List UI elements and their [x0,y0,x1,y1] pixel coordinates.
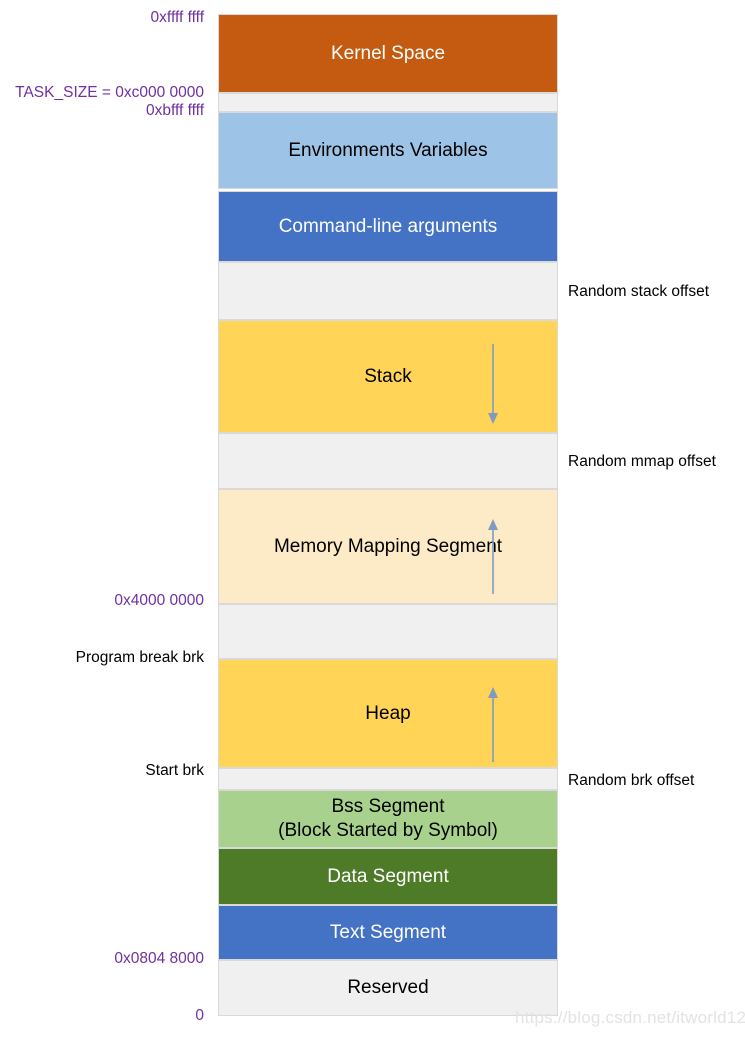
memory-block-label: Heap [365,702,411,724]
memory-block-random-stack-offset-gap [218,262,558,320]
memory-block-random-mmap-offset-gap [218,433,558,489]
memory-block-reserved: Reserved [218,960,558,1016]
memory-block-text-segment: Text Segment [218,905,558,960]
label-addr-4000-0000: 0x4000 0000 [114,592,204,609]
watermark-text: https://blog.csdn.net/itworld123 [515,1008,745,1027]
label-addr-0804-8000: 0x0804 8000 [114,950,204,967]
memory-block-label: Text Segment [329,921,447,943]
memory-block-random-brk-offset-gap [218,768,558,790]
memory-block-label: Bss Segment (Block Started by Symbol) [278,796,498,841]
memory-block-kernel-space: Kernel Space [218,14,558,93]
memory-block-memory-mapping-segment: Memory Mapping Segment [218,489,558,604]
memory-block-label: Memory Mapping Segment [273,535,503,557]
memory-block-label: Environments Variables [288,139,488,161]
memory-block-data-segment: Data Segment [218,848,558,905]
label-start-brk: Start brk [145,762,204,779]
memory-block-label: Data Segment [327,865,449,887]
mmap-grows-up-arrow [486,519,500,594]
label-program-break-brk: Program break brk [75,649,204,666]
memory-block-environments-variables: Environments Variables [218,112,558,189]
stack-grows-down-arrow [486,344,500,424]
label-addr-zero: 0 [195,1007,204,1024]
memory-block-label: Reserved [347,977,429,999]
label-random-brk-offset-label: Random brk offset [568,772,695,789]
label-addr-bfff-ffff: 0xbfff ffff [145,102,204,119]
memory-block-bss-segment: Bss Segment (Block Started by Symbol) [218,790,558,848]
label-task-size-label: TASK_SIZE = 0xc000 0000 [15,84,204,101]
memory-block-stack: Stack [218,320,558,433]
heap-grows-up-arrow [486,687,500,762]
memory-block-gap-kernel-env [218,93,558,112]
memory-block-label: Command-line arguments [278,215,498,237]
label-random-mmap-offset-label: Random mmap offset [568,453,716,470]
memory-block-heap: Heap [218,659,558,768]
label-addr-ffff-ffff: 0xffff ffff [150,9,204,26]
memory-block-label: Stack [364,365,412,387]
memory-block-gap-mmap-heap [218,604,558,659]
memory-block-label: Kernel Space [330,42,446,64]
memory-block-command-line-arguments: Command-line arguments [218,191,558,262]
label-random-stack-offset-label: Random stack offset [568,283,710,300]
